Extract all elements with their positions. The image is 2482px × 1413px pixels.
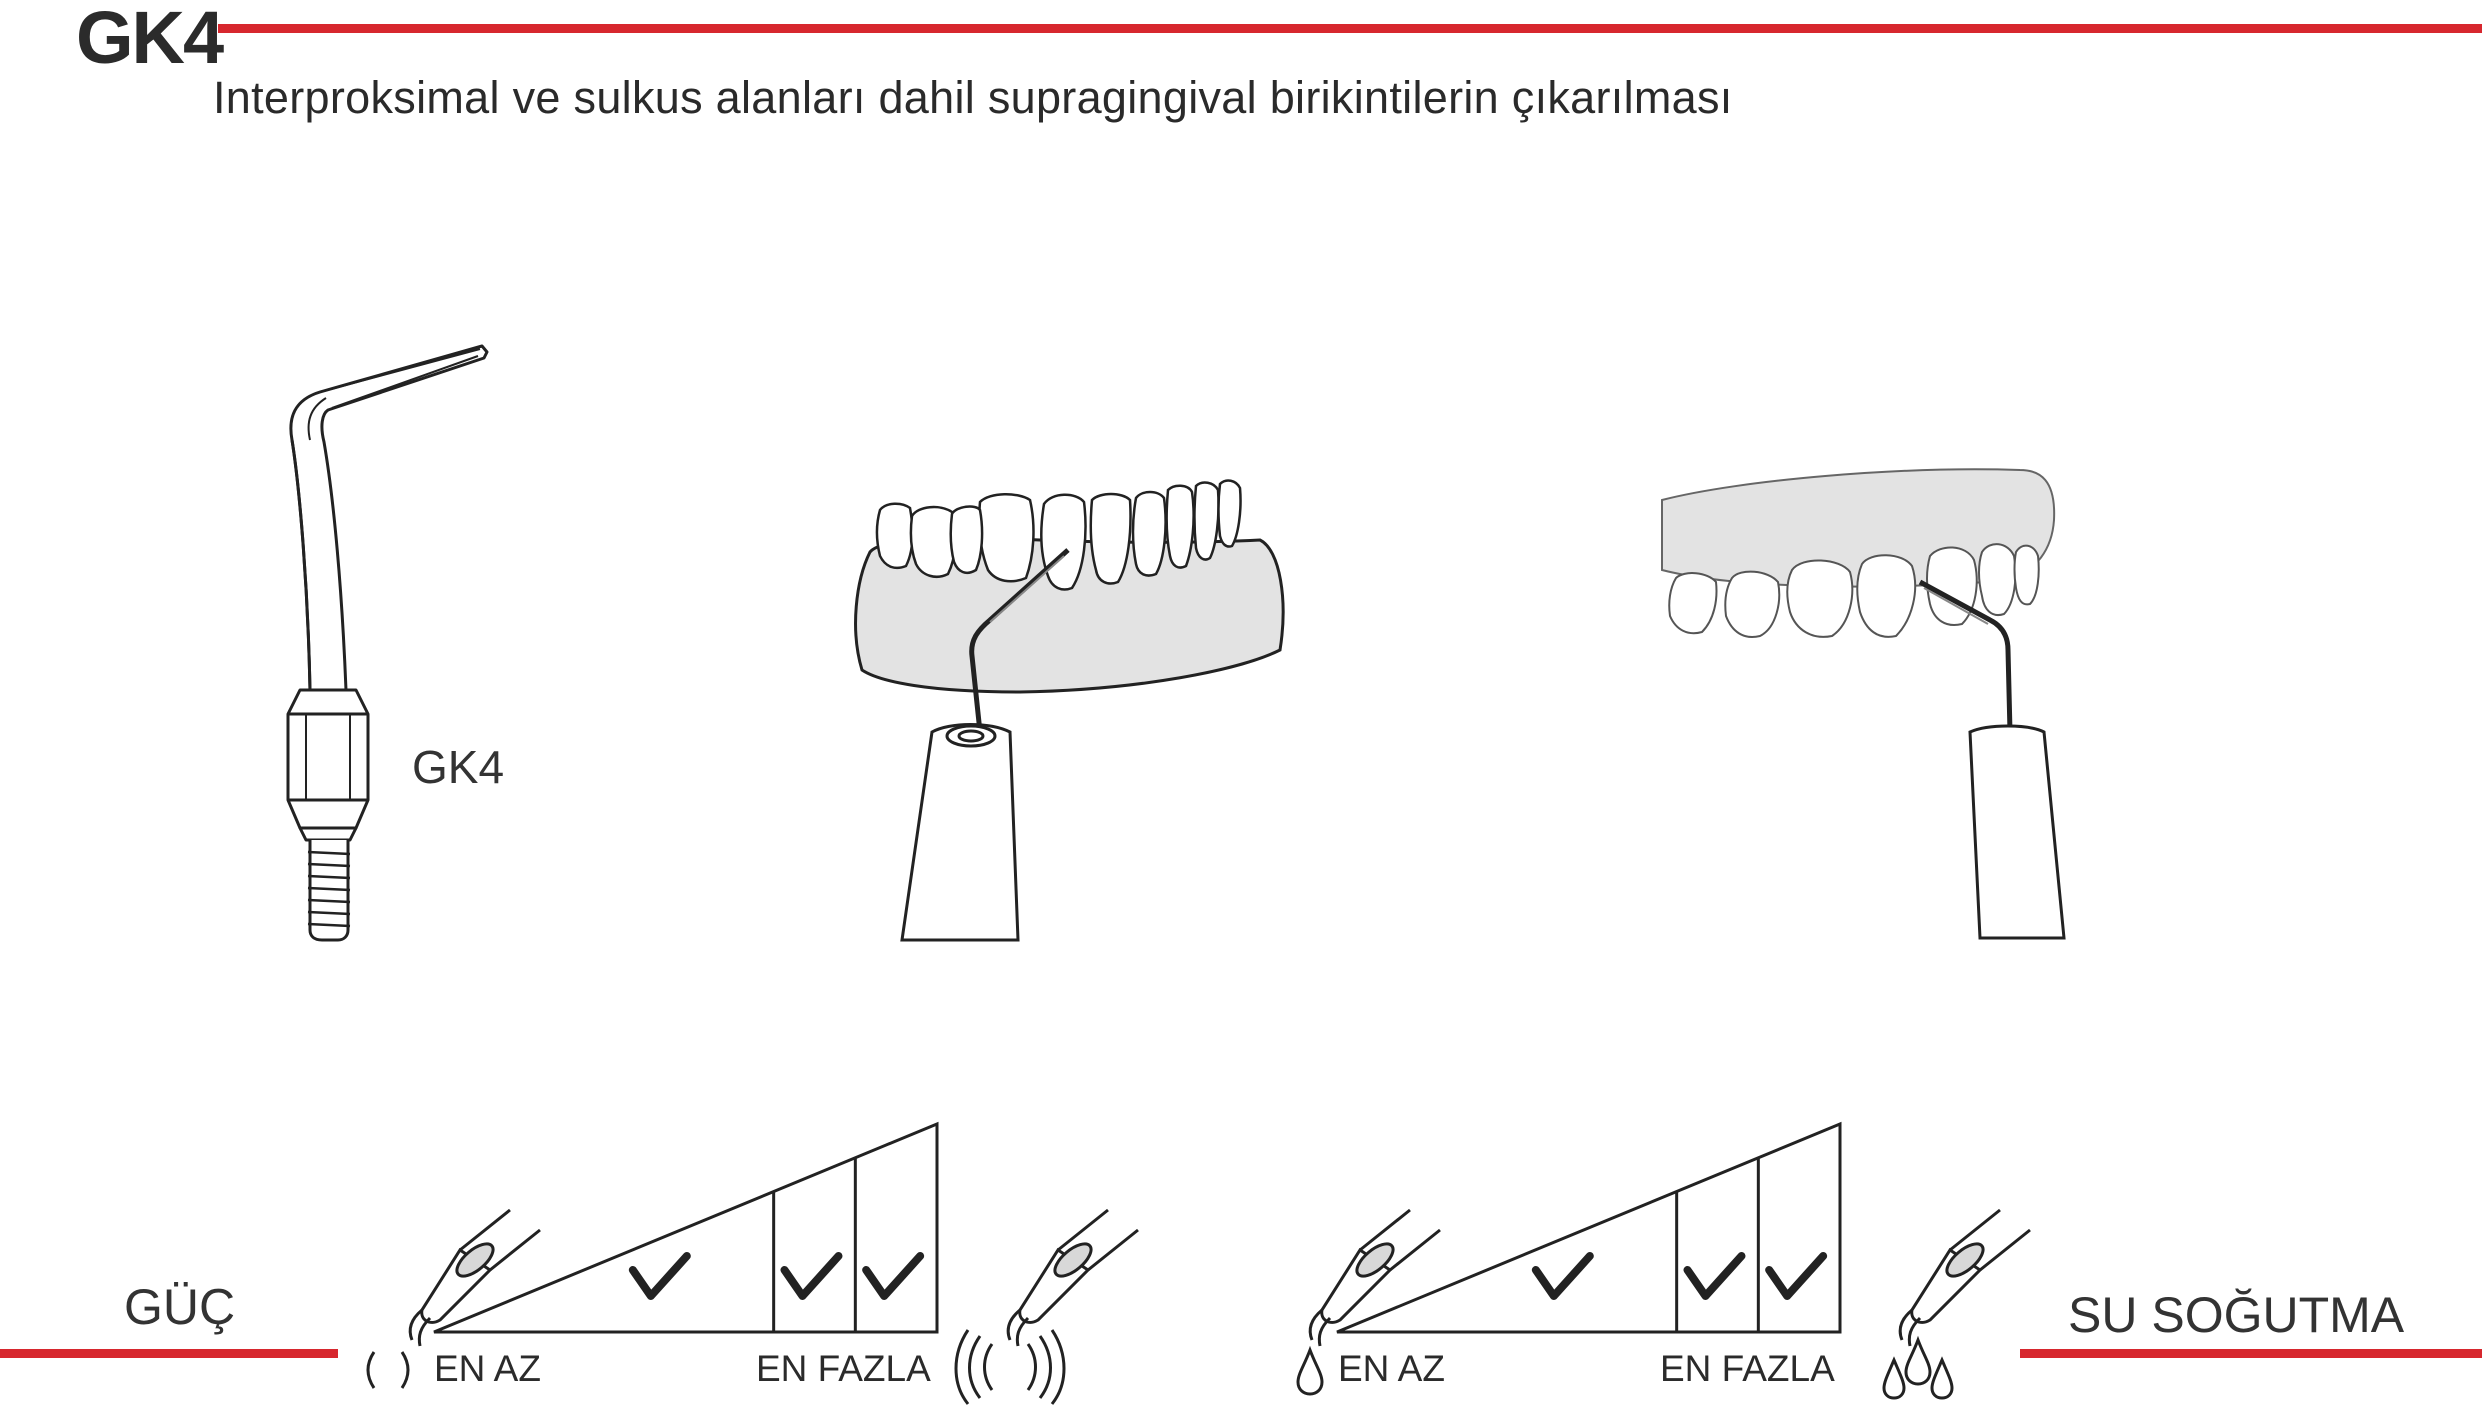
vibration-low-icon — [366, 1351, 410, 1389]
power-label: GÜÇ — [124, 1279, 236, 1335]
water-check-icon-2 — [1683, 1252, 1746, 1300]
water-check-icon-3 — [1765, 1252, 1828, 1300]
handpiece-body — [900, 723, 1020, 942]
water-max-label: EN FAZLA — [1660, 1348, 1835, 1389]
water-min-label: EN AZ — [1338, 1348, 1445, 1389]
power-check-icon-3 — [862, 1252, 925, 1300]
water-rule — [2020, 1349, 2482, 1358]
tip-illustration — [286, 344, 489, 942]
power-low-handpiece — [366, 1208, 541, 1389]
handpiece-icon — [1898, 1208, 2031, 1347]
gum — [854, 536, 1285, 694]
water-low-handpiece — [1296, 1208, 1441, 1396]
handpiece-icon — [1308, 1208, 1441, 1347]
water-triangle-outline — [1336, 1121, 1842, 1334]
power-check-icon-1 — [628, 1252, 691, 1300]
power-triangle-outline — [433, 1121, 939, 1334]
lower-jaw-illustration — [854, 479, 1285, 942]
water-drops-high-icon — [1882, 1335, 1954, 1400]
vibration-high-icon — [954, 1329, 1066, 1405]
handpiece-icon — [408, 1208, 541, 1347]
handpiece-body — [1968, 724, 2066, 940]
upper-jaw-illustration — [1661, 468, 2066, 940]
handpiece-icon — [1006, 1208, 1139, 1347]
water-check-icon-1 — [1531, 1252, 1594, 1300]
power-min-label: EN AZ — [434, 1348, 541, 1389]
power-rule — [0, 1349, 338, 1358]
tip-shank — [289, 344, 489, 692]
water-label: SU SOĞUTMA — [2068, 1287, 2405, 1343]
power-high-handpiece — [954, 1208, 1139, 1405]
power-max-label: EN FAZLA — [756, 1348, 931, 1389]
title-rule — [218, 24, 2482, 33]
page-subtitle: Interproksimal ve sulkus alanları dahil … — [213, 72, 1733, 123]
page-title: GK4 — [76, 0, 224, 79]
tip-label: GK4 — [412, 741, 505, 793]
power-check-icon-2 — [780, 1252, 843, 1300]
water-triangle — [1336, 1121, 1842, 1334]
power-triangle — [433, 1121, 939, 1334]
water-drop-low-icon — [1296, 1345, 1324, 1396]
water-high-handpiece — [1882, 1208, 2031, 1400]
